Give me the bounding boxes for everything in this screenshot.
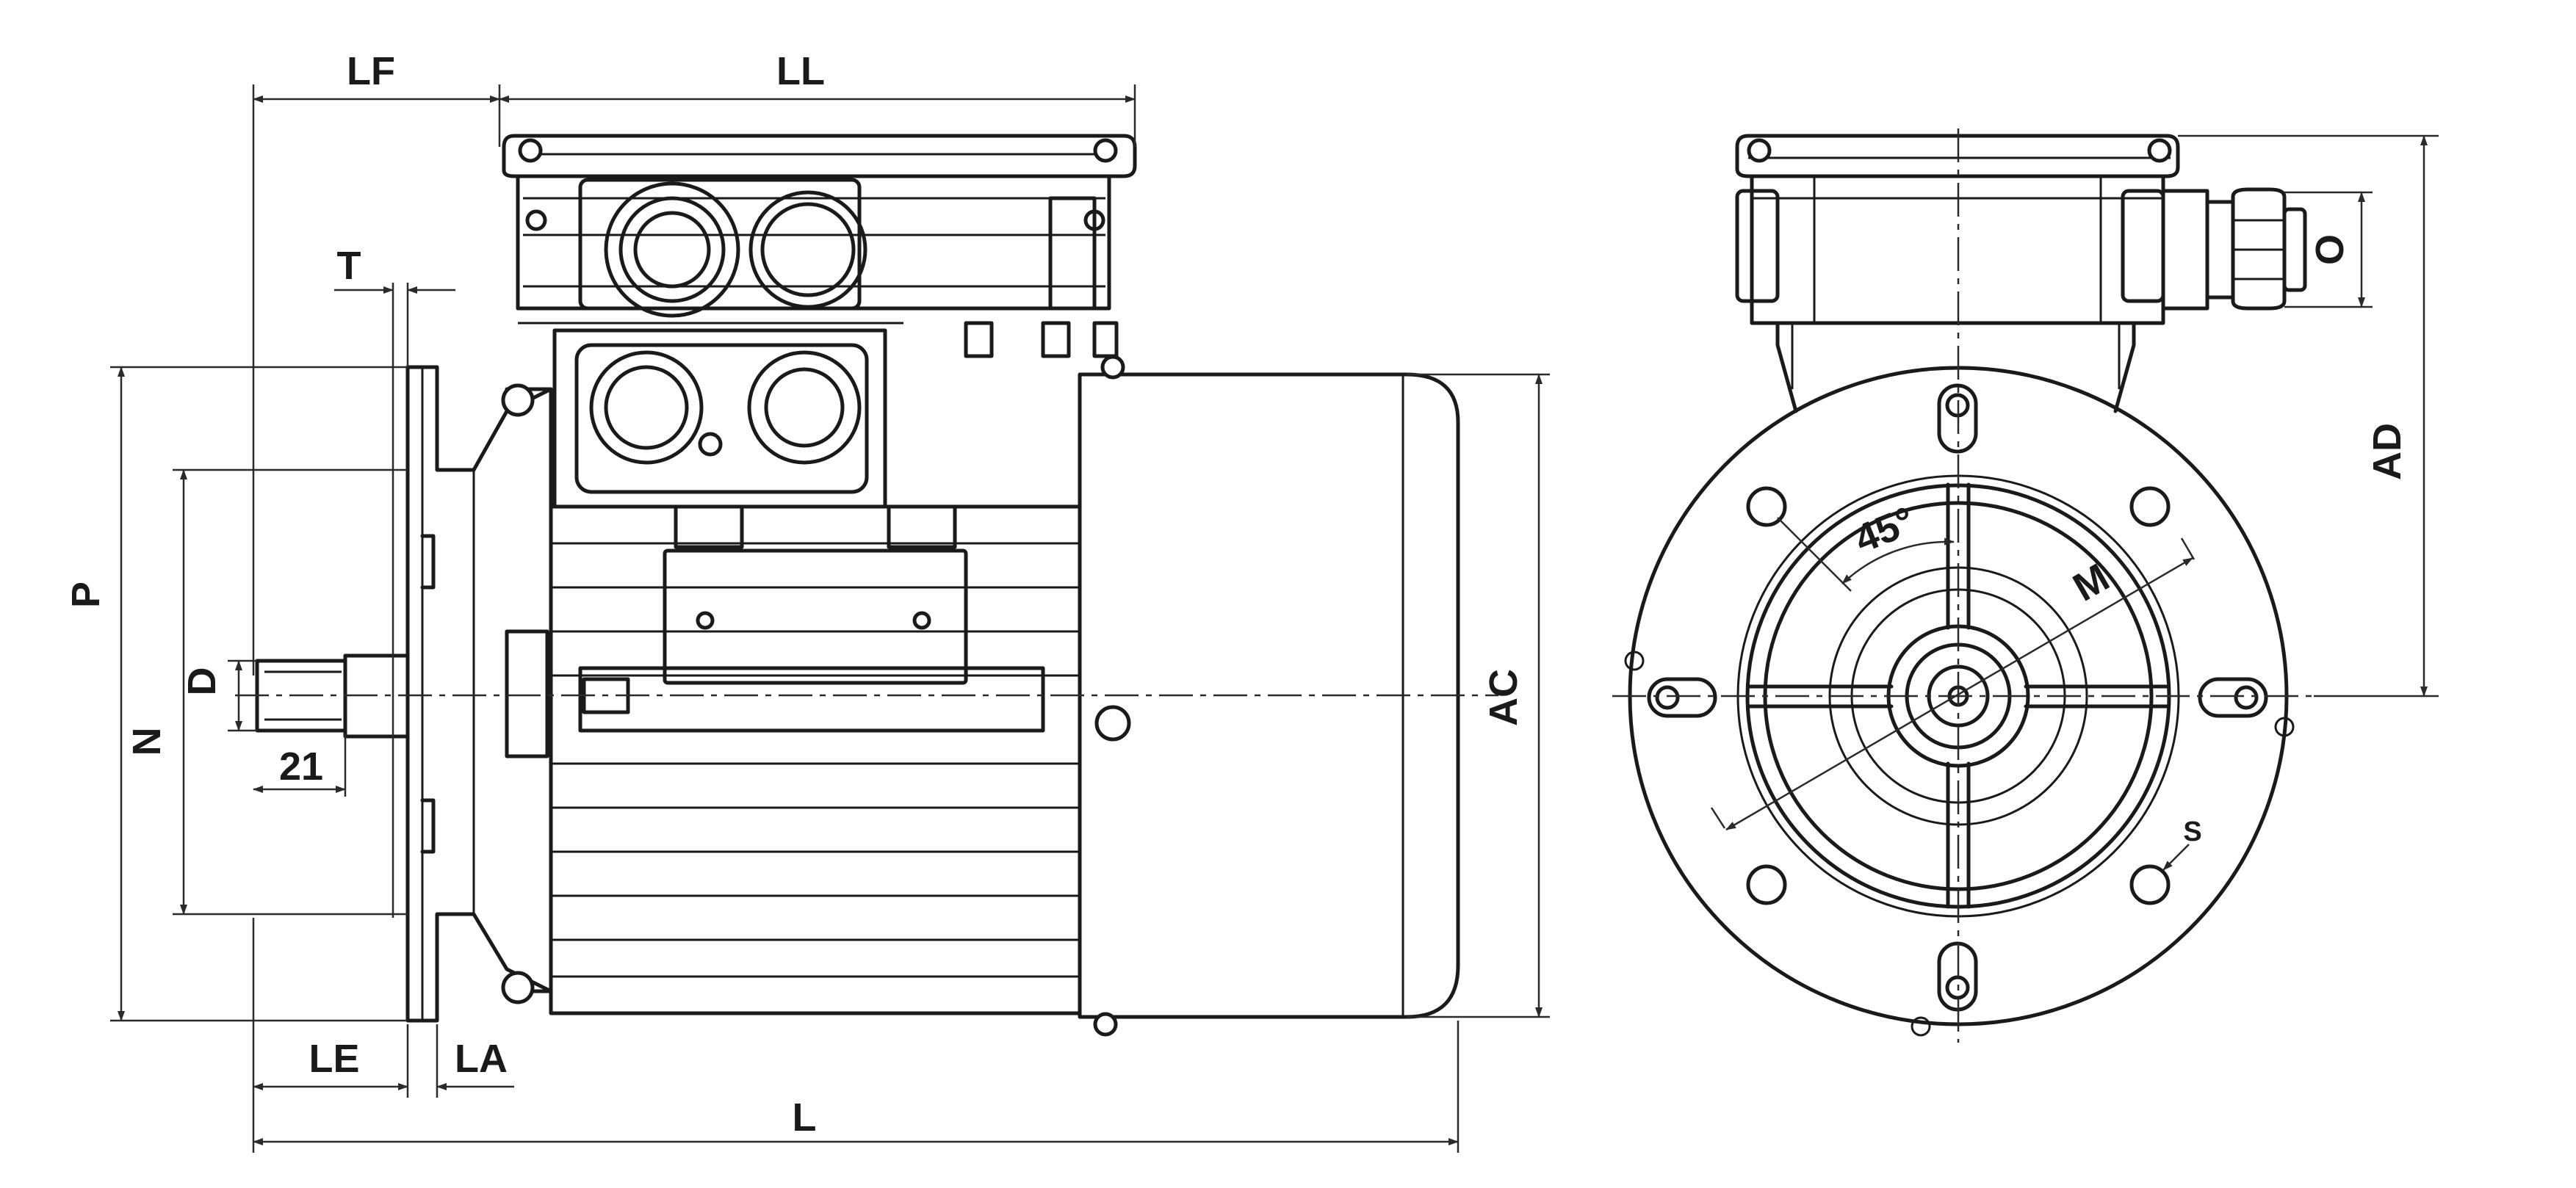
dim-la-label: LA — [455, 1037, 508, 1081]
mounting-bolts — [1624, 383, 2295, 1037]
dim-d-label: D — [180, 667, 224, 696]
dim-o-label: O — [2308, 234, 2352, 265]
side-dimensions: LF LL T P N D 21 LE — [64, 49, 1550, 1153]
front-dimensions: AD O M 45° S — [1710, 134, 2439, 871]
dim-n-label: N — [125, 728, 169, 756]
flange-side — [405, 365, 553, 1023]
terminal-box-front — [1735, 134, 2307, 413]
dim-l-label: L — [793, 1095, 817, 1140]
dim-lf-label: LF — [347, 49, 395, 93]
dim-t-label: T — [337, 244, 361, 288]
terminal-box-side — [502, 134, 1137, 358]
dim-21-label: 21 — [279, 745, 323, 789]
dim-s-label: S — [2183, 816, 2201, 847]
dim-ll-label: LL — [776, 49, 825, 93]
front-view — [1612, 128, 2314, 1043]
dim-le-label: LE — [309, 1037, 359, 1081]
side-view — [235, 134, 1498, 1037]
motor-frame — [549, 504, 1082, 1015]
conduit-block — [552, 328, 887, 509]
dim-ad-label: AD — [2365, 423, 2409, 480]
dim-ac-label: AC — [1482, 669, 1526, 726]
dim-p-label: P — [64, 582, 108, 608]
flange-holes — [1746, 486, 2171, 905]
dim-m-label: M — [2066, 555, 2117, 609]
